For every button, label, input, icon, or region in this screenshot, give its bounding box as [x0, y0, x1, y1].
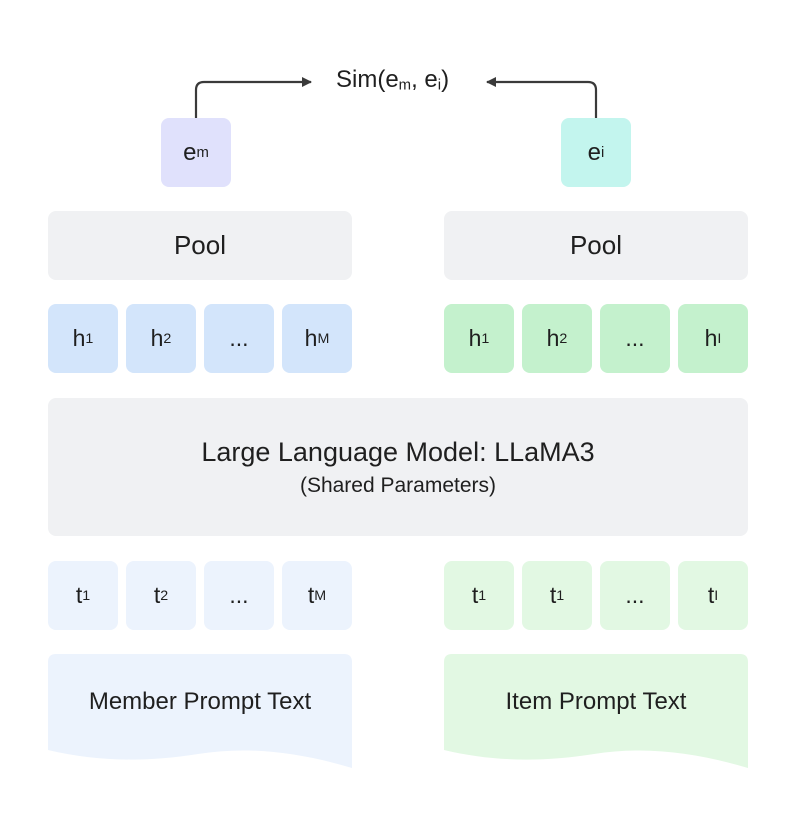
- llm-block: Large Language Model: LLaMA3 (Shared Par…: [48, 398, 748, 536]
- llm-subtitle: (Shared Parameters): [299, 474, 497, 498]
- item-document-shape: [444, 654, 748, 768]
- member-pool: Pool: [48, 211, 352, 280]
- member-hidden-state: ...: [204, 304, 274, 373]
- item-hidden-state: ...: [600, 304, 670, 373]
- llm-title: Large Language Model: LLaMA3: [201, 436, 595, 467]
- item-prompt-text: Item Prompt Text: [505, 688, 687, 715]
- item-token: ...: [600, 561, 670, 630]
- similarity-label: Sim(em, ei): [336, 66, 450, 94]
- member-prompt-text: Member Prompt Text: [88, 688, 312, 715]
- member-prompt-document: Member Prompt Text: [48, 654, 352, 772]
- arrow-member-to-sim: [194, 77, 312, 118]
- member-token: ...: [204, 561, 274, 630]
- item-prompt-document: Item Prompt Text: [444, 654, 748, 772]
- item-pool: Pool: [444, 211, 748, 280]
- member-document-shape: [48, 654, 352, 768]
- arrow-item-to-sim: [486, 77, 598, 118]
